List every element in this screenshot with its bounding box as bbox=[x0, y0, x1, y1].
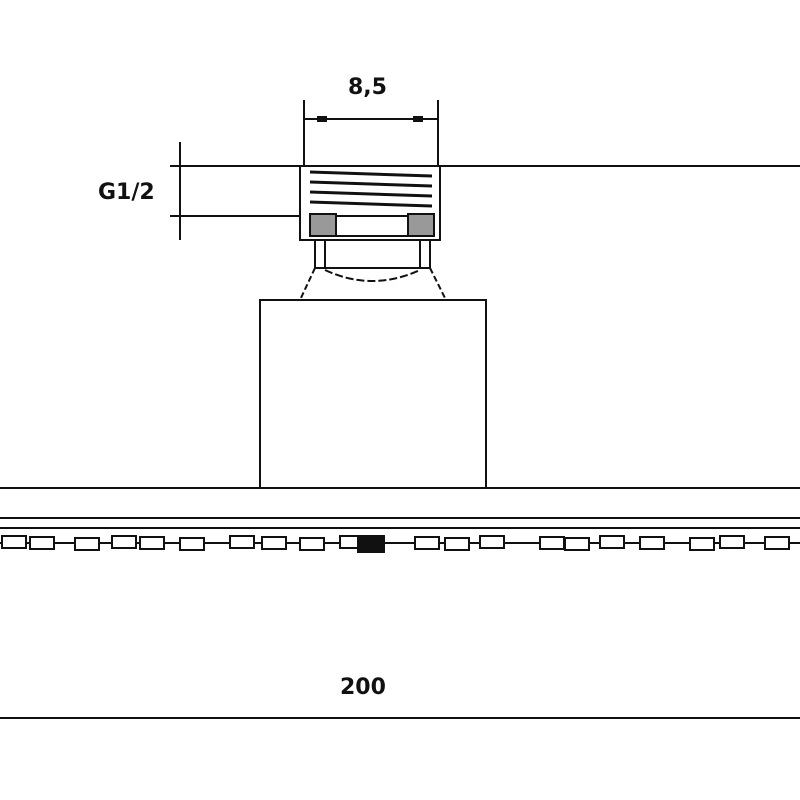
nozzle bbox=[139, 536, 165, 550]
overall-width-label: 200 bbox=[340, 675, 386, 700]
nozzle bbox=[414, 536, 440, 550]
nozzle bbox=[539, 536, 565, 550]
nozzle bbox=[29, 536, 55, 550]
nozzle bbox=[444, 537, 470, 551]
nozzle bbox=[764, 536, 790, 550]
threaded-connector bbox=[299, 165, 447, 301]
nozzle bbox=[74, 537, 100, 551]
nozzle bbox=[1, 535, 27, 549]
nozzle bbox=[299, 537, 325, 551]
nozzle bbox=[599, 535, 625, 549]
nozzle bbox=[719, 535, 745, 549]
thread-width-label: 8,5 bbox=[348, 75, 387, 100]
thread-size-dimension bbox=[170, 142, 300, 240]
nozzle bbox=[689, 537, 715, 551]
nozzle bbox=[639, 536, 665, 550]
shower-plate bbox=[0, 487, 800, 544]
thread-width-dimension bbox=[303, 100, 439, 166]
nozzle bbox=[261, 536, 287, 550]
arm-body bbox=[259, 299, 487, 489]
nozzle bbox=[564, 537, 590, 551]
nozzle bbox=[479, 535, 505, 549]
nozzle bbox=[179, 537, 205, 551]
center-nozzle bbox=[357, 535, 385, 553]
nozzle-row bbox=[1, 535, 790, 553]
thread-size-label: G1/2 bbox=[98, 180, 155, 205]
nozzle bbox=[229, 535, 255, 549]
nozzle bbox=[111, 535, 137, 549]
